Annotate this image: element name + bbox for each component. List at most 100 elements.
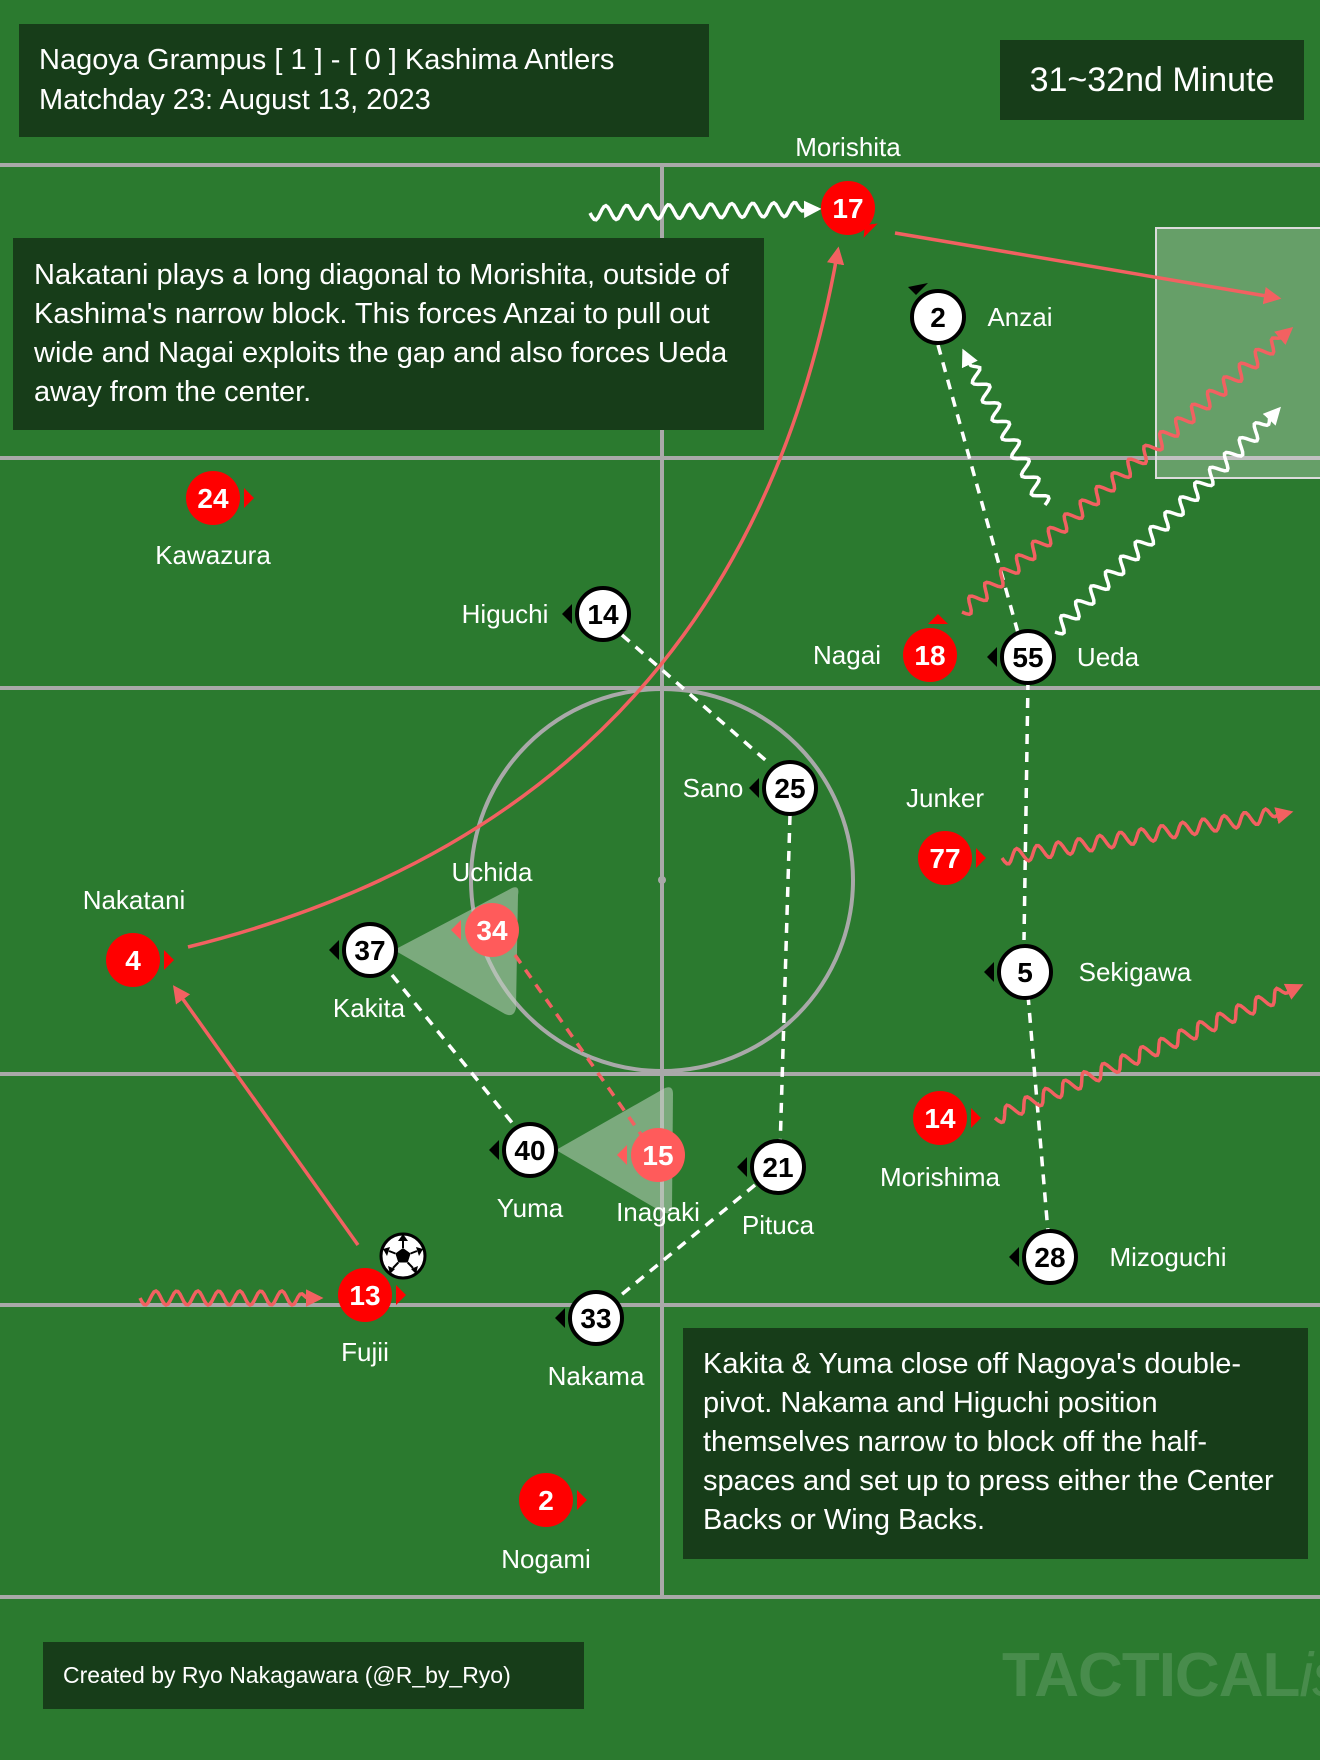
player-name: Nakama	[548, 1361, 645, 1391]
player-name: Sekigawa	[1079, 957, 1192, 987]
credit-box: Created by Ryo Nakagawara (@R_by_Ryo)	[43, 1642, 584, 1709]
marking-line	[613, 1183, 757, 1302]
player-kashima-sekigawa: 5 Sekigawa	[984, 944, 1192, 1000]
run-arrow-junker	[1000, 807, 1294, 866]
player-kashima-nakama: 33 Nakama	[548, 1290, 645, 1391]
player-name: Yuma	[497, 1193, 564, 1223]
player-nagoya-kawazura: 24 Kawazura	[155, 471, 271, 570]
run-arrow-fujii	[138, 1288, 324, 1308]
player-number: 17	[832, 193, 863, 224]
player-number: 13	[349, 1280, 380, 1311]
player-number: 33	[580, 1303, 611, 1334]
marking-lines	[390, 344, 1050, 1302]
player-name: Nagai	[813, 640, 881, 670]
player-name: Morishita	[795, 132, 901, 162]
players: 17 Morishita 24 Kawazura 18 Nagai 77 Jun…	[83, 132, 1227, 1574]
player-name: Fujii	[341, 1337, 389, 1367]
marking-line	[1026, 994, 1050, 1233]
player-nagoya-nogami: 2 Nogami	[501, 1473, 591, 1574]
player-number: 18	[914, 640, 945, 671]
annotation-bottom: Kakita & Yuma close off Nagoya's double-…	[683, 1328, 1308, 1559]
run-arrow-anzai	[961, 348, 1051, 507]
center-circle	[469, 687, 855, 1073]
annotation-top: Nakatani plays a long diagonal to Morish…	[13, 238, 764, 430]
player-kashima-ueda: 55 Ueda	[987, 629, 1140, 685]
player-nagoya-fujii: 13 Fujii	[338, 1268, 406, 1367]
run-arrow-nagai	[961, 327, 1294, 617]
player-kashima-anzai: 2 Anzai	[908, 283, 1053, 345]
player-number: 15	[642, 1140, 673, 1171]
marking-line	[390, 973, 520, 1132]
player-kashima-yuma: 40 Yuma	[489, 1122, 564, 1223]
player-nagoya-nagai: 18 Nagai	[813, 614, 957, 682]
watermark-italic: ista	[1299, 1641, 1320, 1710]
player-number: 28	[1034, 1242, 1065, 1273]
player-number: 14	[587, 599, 619, 630]
matchday-line: Matchday 23: August 13, 2023	[39, 84, 431, 116]
player-nagoya-inagaki: 15 Inagaki	[616, 1128, 700, 1227]
run-arrow	[894, 231, 1282, 305]
player-name: Anzai	[987, 302, 1052, 332]
player-number: 77	[929, 843, 960, 874]
player-number: 4	[125, 945, 141, 976]
run-arrow-morishima	[993, 983, 1304, 1125]
player-number: 2	[538, 1485, 554, 1516]
player-nagoya-nakatani: 4 Nakatani	[83, 885, 186, 987]
player-name: Nakatani	[83, 885, 186, 915]
pass-arrow	[172, 985, 360, 1247]
marking-line	[778, 814, 792, 1151]
watermark-main: TACTICAL	[1002, 1641, 1300, 1710]
player-number: 21	[762, 1152, 793, 1183]
player-name: Mizoguchi	[1109, 1242, 1226, 1272]
player-name: Kakita	[333, 993, 406, 1023]
player-number: 34	[476, 915, 508, 946]
player-name: Sano	[683, 773, 744, 803]
run-arrow-ueda	[1054, 406, 1281, 636]
minute-box: 31~32nd Minute	[1000, 40, 1304, 120]
player-number: 2	[930, 302, 946, 333]
target-space-highlight	[1155, 227, 1320, 479]
long-diagonal-pass-arrow	[187, 246, 845, 949]
player-kashima-pituca: 21 Pituca	[737, 1139, 815, 1240]
player-name: Uchida	[452, 857, 533, 887]
match-info-box: Nagoya Grampus [ 1 ] - [ 0 ] Kashima Ant…	[19, 24, 709, 137]
cover-shadow	[556, 1087, 673, 1214]
player-name: Kawazura	[155, 540, 271, 570]
player-nagoya-morishita: 17 Morishita	[795, 132, 901, 238]
annotation-bottom-text: Kakita & Yuma close off Nagoya's double-…	[703, 1348, 1274, 1536]
player-number: 24	[197, 483, 229, 514]
minute-label: 31~32nd Minute	[1029, 60, 1275, 99]
credit-text: Created by Ryo Nakagawara (@R_by_Ryo)	[63, 1662, 511, 1688]
player-name: Inagaki	[616, 1197, 700, 1227]
player-name: Junker	[906, 783, 984, 813]
player-number: 5	[1017, 957, 1033, 988]
player-kashima-kakita: 37 Kakita	[329, 922, 406, 1023]
player-number: 55	[1012, 642, 1043, 673]
marking-line	[1022, 679, 1030, 941]
player-number: 14	[924, 1103, 956, 1134]
player-name: Higuchi	[462, 599, 549, 629]
movement-arrows	[138, 200, 1304, 1308]
marking-line-nagoya	[513, 953, 647, 1142]
center-spot	[658, 876, 666, 884]
player-name: Nogami	[501, 1544, 591, 1574]
match-score-line: Nagoya Grampus [ 1 ] - [ 0 ] Kashima Ant…	[39, 44, 615, 76]
player-nagoya-morishima: 14 Morishima	[880, 1091, 1000, 1192]
soccer-ball-icon	[379, 1232, 427, 1280]
player-nagoya-uchida: 34 Uchida	[451, 857, 533, 957]
player-name: Pituca	[742, 1210, 815, 1240]
player-name: Morishima	[880, 1162, 1000, 1192]
annotation-top-text: Nakatani plays a long diagonal to Morish…	[34, 259, 729, 408]
player-number: 37	[354, 935, 385, 966]
player-number: 40	[514, 1135, 545, 1166]
player-name: Ueda	[1077, 642, 1140, 672]
player-number: 25	[774, 773, 805, 804]
marking-line	[936, 344, 1022, 641]
marking-line	[620, 633, 772, 766]
player-kashima-sano: 25 Sano	[683, 760, 818, 816]
player-kashima-mizoguchi: 28 Mizoguchi	[1009, 1229, 1227, 1285]
player-nagoya-junker: 77 Junker	[906, 783, 986, 885]
dribble-run-arrow	[588, 200, 822, 222]
watermark-logo: TACTICALista	[1002, 1640, 1320, 1711]
